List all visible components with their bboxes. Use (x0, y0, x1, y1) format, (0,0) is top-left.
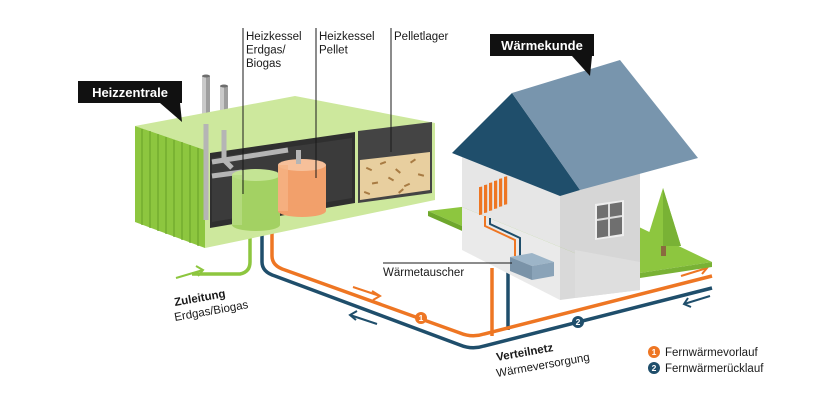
pellet-grains (363, 158, 425, 195)
arrow-return-in (348, 310, 378, 325)
arrow-gas-in (175, 265, 205, 279)
plant-roof (135, 96, 435, 153)
pipe-marker-2: 2 (572, 316, 584, 328)
heat-exchanger-label: Wärmetauscher (383, 267, 464, 279)
wall-ribs (141, 129, 199, 246)
heating-plant (135, 74, 435, 248)
radiator (479, 176, 508, 216)
house-window (595, 200, 624, 240)
plant-leader-lines (242, 28, 392, 194)
tree-icon (645, 188, 681, 256)
gas-boiler (232, 169, 280, 231)
pellet-store-label: Pelletlager (394, 31, 449, 43)
house-roof (512, 60, 698, 190)
return-pipe (260, 232, 713, 350)
pipe-marker-1: 1 (415, 312, 427, 324)
svg-text:Fernwärmerücklauf: Fernwärmerücklauf (665, 363, 764, 375)
flow-pipe (270, 232, 713, 338)
svg-text:Fernwärmevorlauf: Fernwärmevorlauf (665, 347, 758, 359)
radiator-pipes (484, 216, 521, 256)
svg-text:2: 2 (652, 363, 657, 373)
gas-boiler-label: Heizkessel Erdgas/ Biogas (246, 31, 305, 70)
plant-left-wall (135, 126, 205, 248)
customer-house (428, 60, 712, 300)
svg-text:Wärmekunde: Wärmekunde (501, 38, 583, 53)
arrow-flow-out (352, 286, 382, 301)
legend: 1 Fernwärmevorlauf 2 Fernwärmerücklauf (648, 346, 764, 375)
pipe-network (192, 232, 713, 350)
svg-text:2: 2 (576, 317, 581, 327)
arrow-return-left (682, 295, 711, 308)
flow-arrows (175, 264, 711, 325)
pellet-boiler-label: Heizkessel Pellet (319, 31, 378, 57)
svg-text:1: 1 (652, 347, 657, 357)
house-roof-front (452, 93, 580, 196)
svg-text:Heizzentrale: Heizzentrale (92, 85, 168, 100)
callout-waermekunde: Wärmekunde (490, 34, 594, 76)
legend-item-flow: 1 Fernwärmevorlauf (648, 346, 758, 359)
callout-heizzentrale: Heizzentrale (78, 81, 182, 122)
legend-item-return: 2 Fernwärmerücklauf (648, 362, 764, 375)
pellet-boiler (278, 150, 326, 217)
svg-text:1: 1 (419, 313, 424, 323)
pellet-pile (360, 152, 430, 200)
heat-exchanger (510, 253, 554, 280)
gas-supply-pipe (192, 232, 252, 276)
